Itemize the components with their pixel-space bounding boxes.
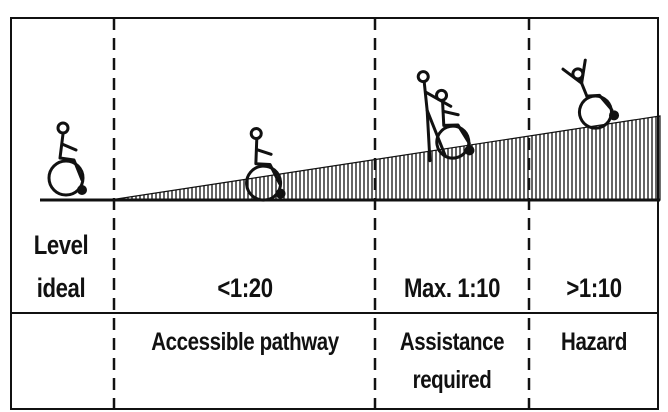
ramp-outline xyxy=(109,115,661,201)
label-gradient-accessible: <1:20 xyxy=(217,273,273,303)
label-gradient-assistance: Max. 1:10 xyxy=(403,273,500,303)
wheelchair-user-with-assistant-icon xyxy=(416,70,475,163)
ramp-hatching xyxy=(111,116,660,200)
label-assistance: Assistance xyxy=(399,328,505,356)
wheelchair-user-tipping-icon xyxy=(561,58,620,130)
label-ideal: ideal xyxy=(36,273,86,303)
label-required: required xyxy=(412,366,492,394)
label-hazard: Hazard xyxy=(561,328,627,356)
diagram-frame xyxy=(10,17,659,410)
label-level: Level xyxy=(33,230,89,260)
wheelchair-user-icon xyxy=(47,121,87,197)
label-gradient-hazard: >1:10 xyxy=(566,273,622,303)
wheelchair-user-icon xyxy=(245,127,286,202)
label-accessible-pathway: Accessible pathway xyxy=(151,328,339,356)
